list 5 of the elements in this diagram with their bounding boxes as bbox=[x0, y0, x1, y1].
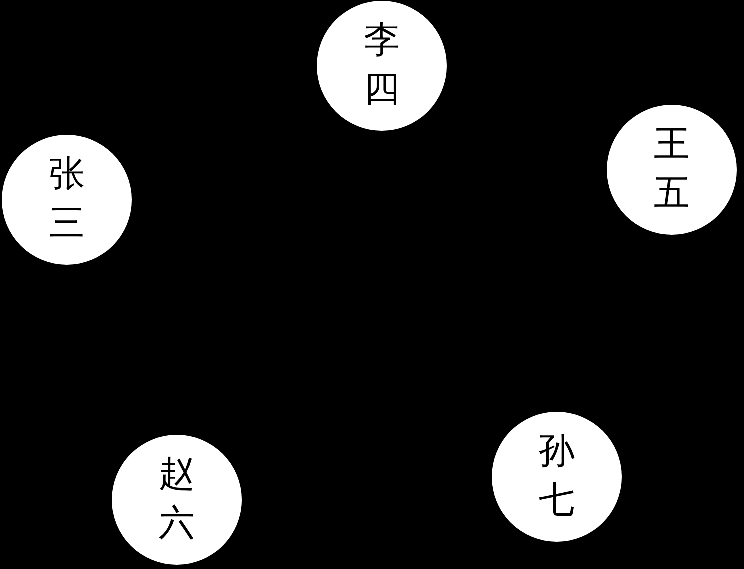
name-label: 李四 bbox=[364, 19, 400, 112]
name-label: 张三 bbox=[49, 153, 85, 246]
name-label: 王五 bbox=[654, 123, 690, 216]
name-label: 赵六 bbox=[159, 453, 195, 546]
name-label: 孙七 bbox=[539, 430, 575, 523]
